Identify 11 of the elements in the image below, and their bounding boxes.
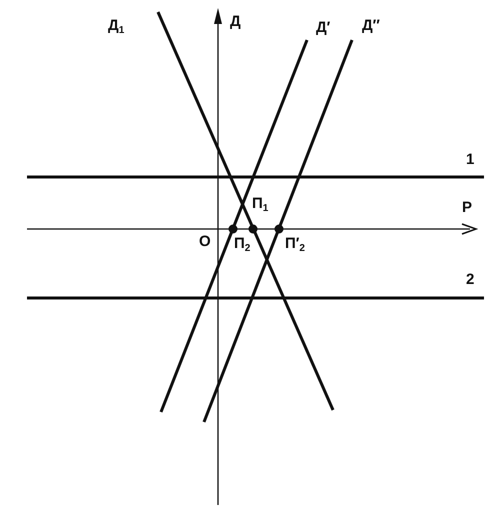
- axis-label: О: [199, 234, 211, 249]
- axis-label: П′$_{2}$: [285, 236, 305, 254]
- axis-label: Д′: [316, 20, 330, 35]
- axis-label: 2: [466, 272, 474, 287]
- axis-label: Р: [462, 200, 472, 215]
- axis-label: П$_{1}$: [252, 196, 268, 214]
- axis-label: Д$_{1}$: [108, 18, 124, 36]
- axis-label: Д′′: [362, 18, 380, 33]
- axis-label: 1: [466, 152, 474, 167]
- axis-label: Д: [230, 14, 241, 29]
- axis-label: П$_{2}$: [234, 236, 250, 254]
